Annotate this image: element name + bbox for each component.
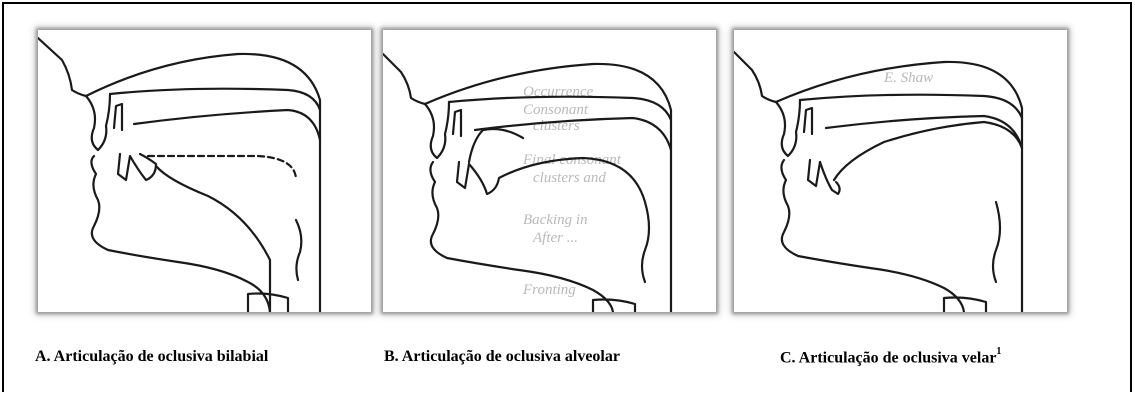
lower-lip [781, 160, 964, 312]
bleed-text-4: Final consonant [522, 152, 622, 168]
bleed-text-8: Fronting [522, 282, 576, 298]
tongue-tip-alveolar [469, 129, 523, 162]
lower-teeth-tongue-tip [118, 154, 156, 180]
bleed-text-6: Backing in [523, 212, 588, 228]
bleed-text-7: After ... [532, 230, 578, 246]
hard-palate [800, 95, 1022, 118]
tongue-dashed-closure [148, 156, 296, 178]
pharynx-wall [993, 202, 1000, 282]
caption-text: B. Articulação de oclusiva alveolar [384, 348, 620, 365]
vocal-tract-alveolar-drawing: Occurrence Consonant clusters Final cons… [383, 30, 716, 312]
tongue-body-velar [834, 122, 1022, 180]
upper-lip [776, 100, 800, 156]
bleed-text-2: Consonant [523, 102, 589, 118]
tongue-tip-lowered [820, 162, 840, 194]
neck-outline [944, 298, 986, 313]
lower-teeth [808, 160, 820, 186]
bleed-text-5: clusters and [533, 170, 606, 186]
nose-profile [383, 54, 425, 104]
footnote-marker: 1 [996, 346, 1001, 357]
hard-palate [110, 89, 320, 110]
caption-alveolar: B. Articulação de oclusiva alveolar [384, 348, 620, 366]
panel-bilabial-diagram [38, 30, 371, 312]
tongue-body [156, 166, 270, 312]
caption-text: A. Articulação de oclusiva bilabial [35, 348, 268, 365]
panel-alveolar-diagram: Occurrence Consonant clusters Final cons… [383, 30, 716, 312]
upper-teeth [453, 110, 461, 136]
lower-teeth [457, 162, 469, 188]
caption-text: C. Articulação de oclusiva velar [780, 349, 996, 366]
velum-line [134, 110, 320, 140]
upper-lip [425, 102, 449, 158]
vocal-tract-velar-drawing: E. Shaw [734, 30, 1067, 312]
upper-lip [86, 94, 110, 150]
upper-teeth [114, 104, 122, 130]
nose-profile [734, 52, 776, 102]
lower-lip [91, 156, 270, 312]
upper-teeth [804, 108, 812, 134]
nose-profile [38, 38, 86, 96]
caption-velar: C. Articulação de oclusiva velar1 [780, 348, 1001, 367]
vocal-tract-bilabial-drawing [38, 30, 371, 312]
panel-velar-diagram: E. Shaw [734, 30, 1067, 312]
caption-bilabial: A. Articulação de oclusiva bilabial [35, 348, 268, 366]
bleed-text-1: E. Shaw [883, 70, 933, 86]
pharynx-wall [296, 220, 301, 280]
neck-outline [593, 300, 635, 313]
